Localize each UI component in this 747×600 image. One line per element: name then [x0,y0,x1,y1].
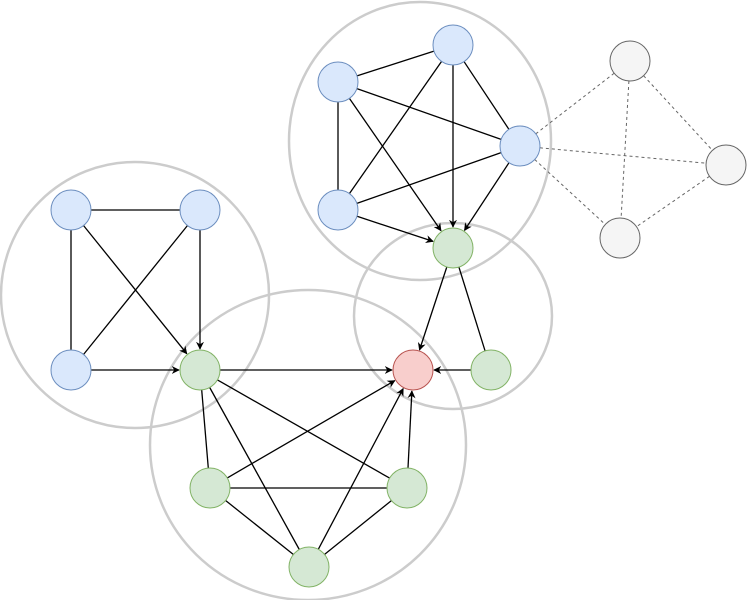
node-blue-a2 [179,189,221,231]
node-green-g1 [179,349,221,391]
edge-x1-x2 [643,75,713,151]
edge-g4-r [407,390,416,469]
cluster-top-ellipse [287,0,553,282]
edge-g5-r [317,387,404,550]
edge-b3-x1 [535,72,615,135]
edge-b3-x2 [539,147,707,164]
node-green-g6 [470,349,512,391]
edge-b3-g2 [463,162,510,232]
node-green-g4 [386,467,428,509]
edge-b1-g2 [348,98,442,232]
edge-g2-r [417,266,448,351]
edge-b1-b3 [356,87,502,141]
node-blue-b4 [317,189,359,231]
node-blue-a3 [50,349,92,391]
edge-b2-b4 [348,61,443,194]
edge-b3-x3 [534,159,606,225]
edge-x1-x3 [620,80,630,219]
edge-g4-g5 [324,500,392,555]
node-gray-x2 [705,144,747,186]
node-blue-a1 [50,189,92,231]
edge-a2-a3 [83,225,188,355]
node-blue-b2 [432,24,474,66]
node-blue-b3 [499,125,541,167]
edge-x2-x3 [636,175,710,228]
node-gray-x3 [599,217,641,259]
node-green-g2 [432,227,474,269]
node-gray-x1 [609,40,651,82]
edge-b2-b3 [463,61,510,130]
node-red-r [392,349,434,391]
cluster-bottom-ellipse [148,288,468,600]
node-blue-b1 [317,61,359,103]
node-green-g5 [288,546,330,588]
edge-g1-g5 [209,387,300,550]
edge-g2-g6 [458,266,486,352]
node-green-g3 [189,467,231,509]
edge-g3-r [226,380,396,479]
edge-g1-g4 [217,379,390,479]
edge-g1-g3 [201,389,209,469]
edge-b1-b2 [356,50,435,77]
edge-g3-g5 [225,499,294,556]
edge-layer [70,50,713,556]
edge-b4-g2 [356,215,434,243]
edge-b3-b4 [356,151,502,205]
node-layer [50,24,747,588]
